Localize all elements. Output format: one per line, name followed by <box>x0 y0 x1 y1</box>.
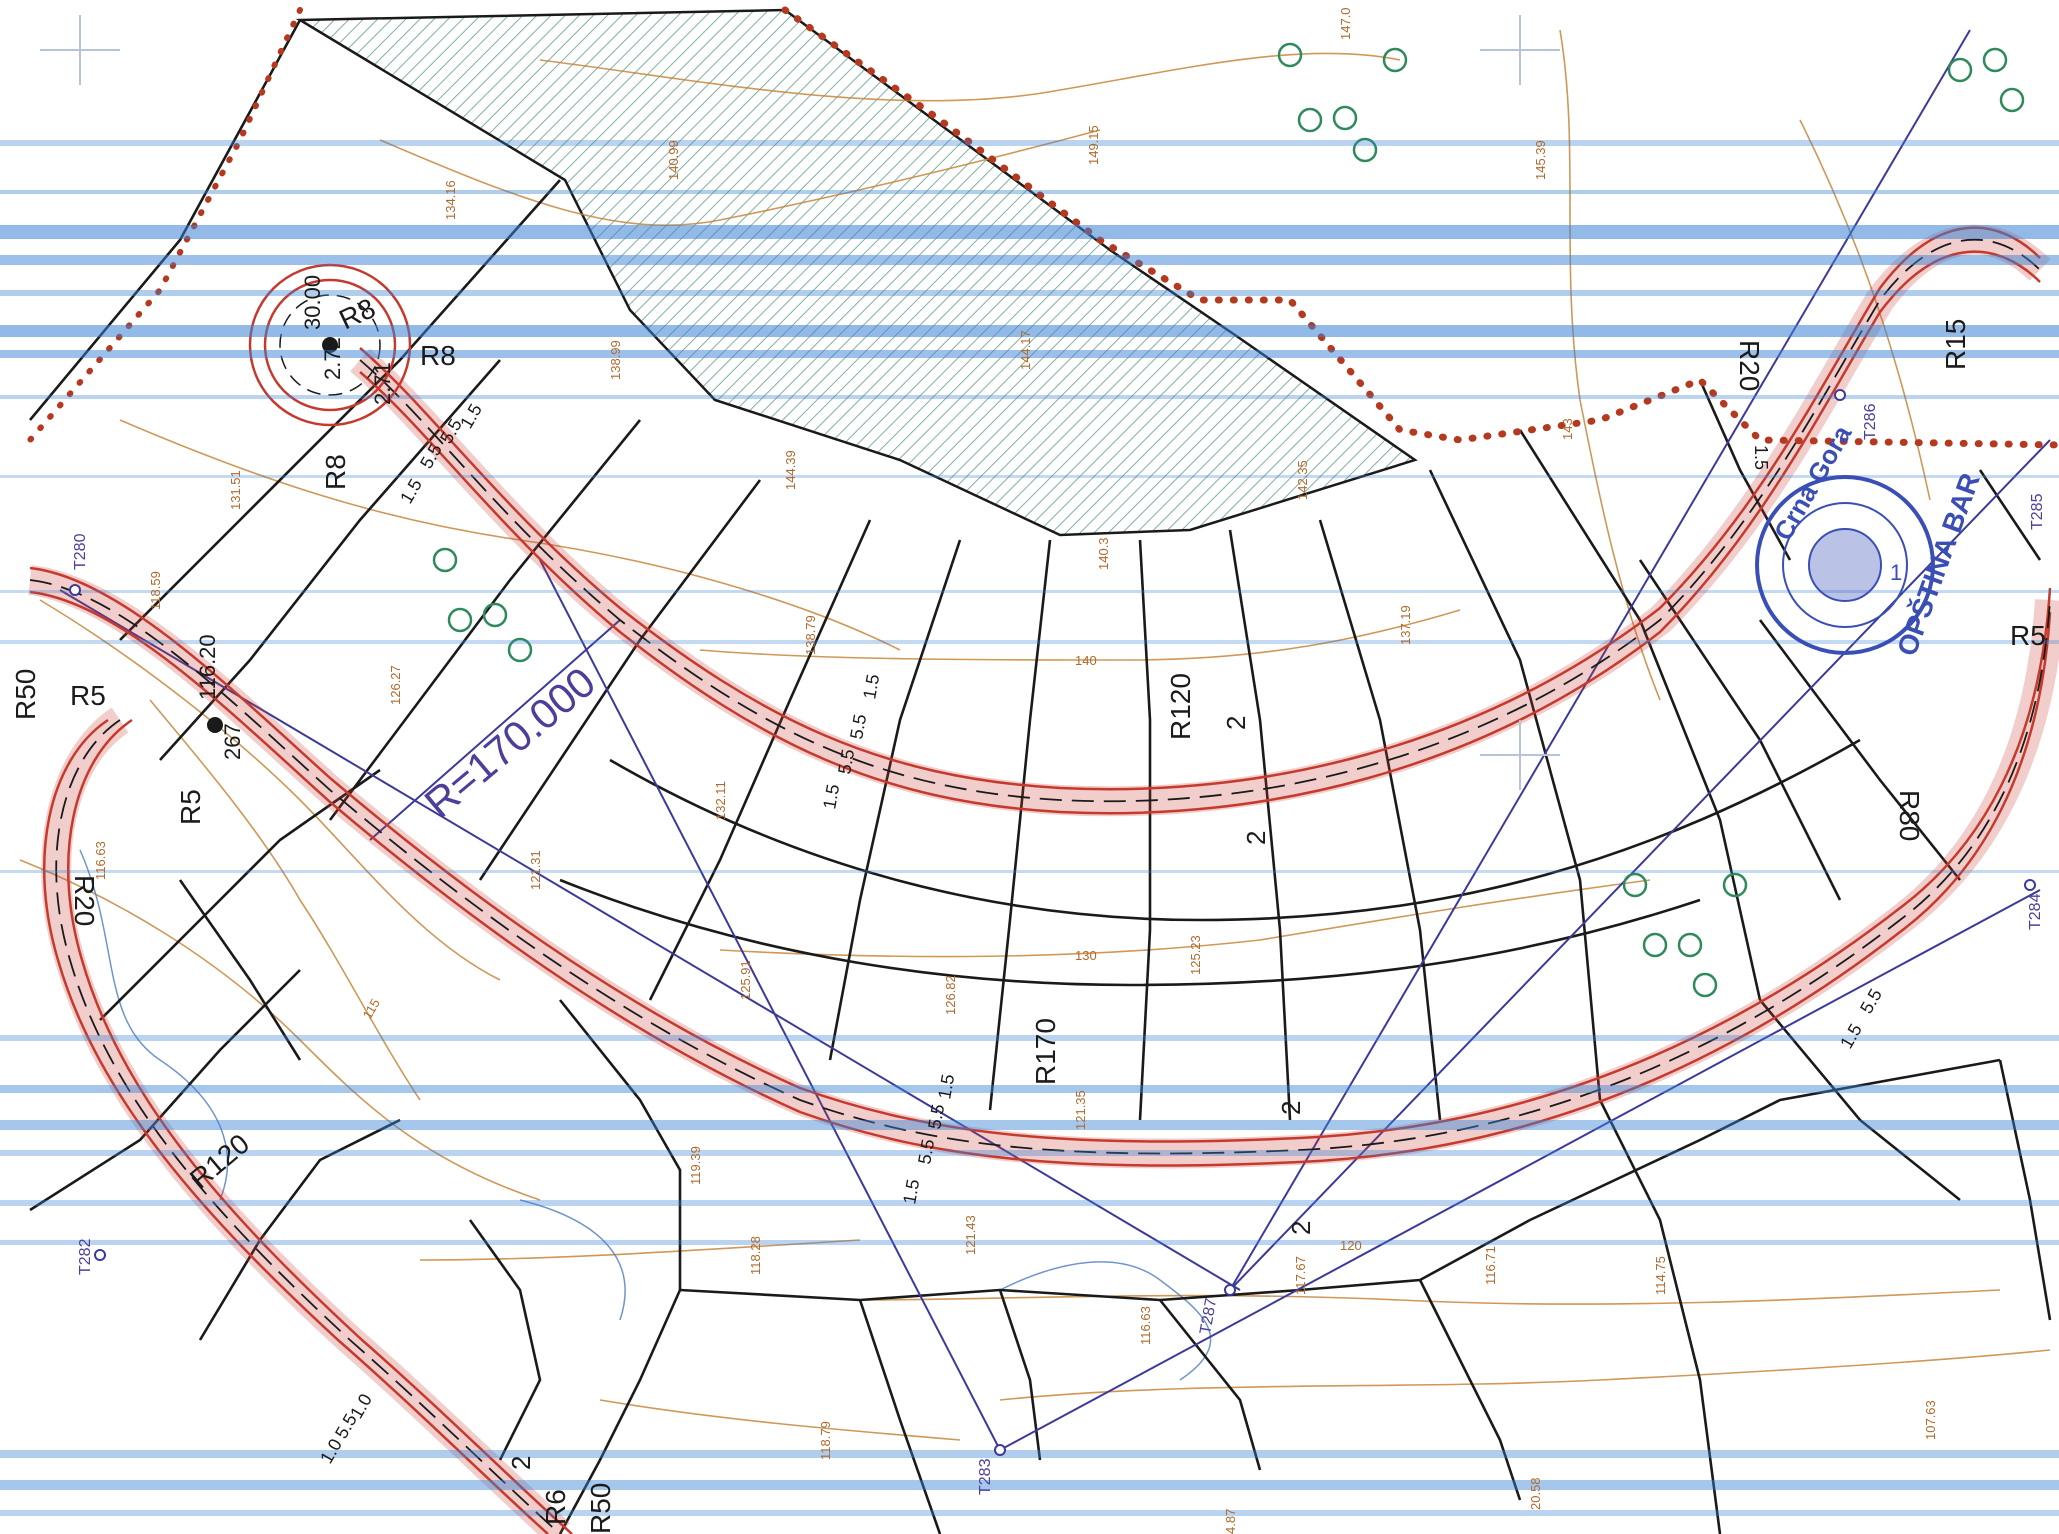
radius-label: R6 <box>540 1489 571 1525</box>
stream-lines <box>79 849 1212 1381</box>
spot-height: 137.19 <box>1398 605 1413 645</box>
radius-label: R20 <box>69 875 100 926</box>
dim-label: 2 <box>1286 1221 1316 1235</box>
point-label: T282 <box>77 1238 94 1275</box>
dim-label: 5.5 <box>914 1138 938 1166</box>
survey-lines <box>59 29 2051 1451</box>
dim-label: 2 <box>1221 716 1251 730</box>
dim-label: 1.5 <box>1751 445 1771 470</box>
elevation-labels: 116.20 30.00 2.72 2.71 267 <box>195 275 395 760</box>
radius-label: R5 <box>2010 620 2046 651</box>
spot-height: 119.39 <box>688 1146 703 1185</box>
radius-label: R120 <box>1165 673 1196 740</box>
dim-label: 1.5 <box>934 1073 958 1101</box>
elevation-label: 116.20 <box>195 634 220 700</box>
spot-height: 120 <box>1340 1238 1362 1253</box>
radius-label: R80 <box>1894 790 1925 841</box>
point-labels: T280 T282 T283 T284 T285 T286 T287 <box>72 403 2046 1495</box>
radius-label: R8 <box>320 454 351 490</box>
spot-height: 118.28 <box>748 1236 763 1275</box>
elevation-label: 2.71 <box>370 362 395 405</box>
scan-noise-bands <box>0 140 2059 1516</box>
radius-label: R15 <box>1940 319 1971 370</box>
dim-label: 2 <box>1276 1101 1306 1115</box>
radius-label: R8 <box>420 340 456 371</box>
spot-height: 142.35 <box>1295 460 1310 500</box>
point-label: T284 <box>2027 893 2044 930</box>
dim-label: 5.5 <box>834 748 858 776</box>
radius-label: R5 <box>175 789 206 825</box>
radius-label: R20 <box>1734 340 1765 391</box>
spot-height: 130 <box>1075 948 1097 963</box>
spot-height: 126.27 <box>388 665 403 705</box>
spot-height: 116.71 <box>1483 1246 1498 1285</box>
dim-label: 1.5 <box>899 1178 923 1206</box>
seal-number: 1 <box>1890 560 1902 585</box>
dim-label: 1.5 <box>819 783 843 811</box>
dim-label: 5.5 <box>846 713 870 741</box>
spot-height: 4.87 <box>1223 1509 1238 1534</box>
spot-height: 114.75 <box>1653 1256 1668 1295</box>
elevation-label: 2.72 <box>320 337 345 380</box>
roads <box>27 224 2059 1534</box>
hatched-zone <box>295 8 1418 537</box>
dim-label: 1.5 <box>859 673 883 701</box>
spot-height: 121.35 <box>1073 1090 1088 1130</box>
spot-height: 138.79 <box>803 615 818 655</box>
registration-marks <box>40 15 1560 790</box>
spot-height: 138.99 <box>608 340 623 380</box>
point-label: T283 <box>977 1458 994 1495</box>
parcel-lines <box>29 19 2052 1534</box>
spot-height: 117.67 <box>1293 1256 1308 1295</box>
point-label: T285 <box>2029 493 2046 530</box>
dim-label: 2 <box>506 1456 536 1470</box>
radius-label: R50 <box>585 1483 616 1534</box>
spot-height: 145.39 <box>1533 140 1548 180</box>
boundary-line <box>27 6 2059 449</box>
radius-label: R5 <box>70 680 106 711</box>
spot-height: 126.82 <box>943 975 958 1015</box>
tree-symbols <box>432 42 2025 998</box>
spot-height: 140.99 <box>666 140 681 180</box>
spot-height: 144.39 <box>783 450 798 490</box>
spot-height: 107.63 <box>1923 1400 1938 1440</box>
elevation-label: 30.00 <box>300 275 325 330</box>
spot-height: 125.91 <box>738 960 753 1000</box>
spot-height: 121.31 <box>528 850 543 890</box>
point-label: T286 <box>1862 403 1879 440</box>
spot-height: 116.63 <box>93 841 108 880</box>
dim-label: 2 <box>1241 831 1271 845</box>
dim-label: 5.5 <box>924 1103 948 1131</box>
spot-height: 20.58 <box>1528 1477 1543 1510</box>
radius-label: R170 <box>1030 1018 1061 1085</box>
elevation-label: 267 <box>220 723 245 760</box>
spot-height: 140 <box>1075 653 1097 668</box>
spot-heights: 147.0 149.15 145.39 140.99 134.16 138.99… <box>93 7 1938 1534</box>
spot-height: 116.63 <box>1138 1306 1153 1345</box>
point-label: T287 <box>1197 1297 1220 1336</box>
contour-lines <box>19 29 2051 1441</box>
spot-height: 118.59 <box>148 571 163 610</box>
spot-height: 144.17 <box>1018 330 1033 370</box>
spot-height: 147.0 <box>1338 7 1353 40</box>
survey-points <box>69 389 2036 1456</box>
spot-height: 118.79 <box>818 1421 833 1460</box>
spot-height: 132.11 <box>713 781 728 820</box>
spot-height: 140.3 <box>1096 537 1111 570</box>
spot-height: 125.23 <box>1188 935 1203 975</box>
spot-height: 121.43 <box>963 1215 978 1255</box>
spot-height: 131.51 <box>228 470 243 510</box>
point-label: T280 <box>72 533 89 570</box>
spot-height: 134.16 <box>443 180 458 220</box>
spot-height: 143 <box>1560 418 1575 440</box>
radius-label: R50 <box>10 669 41 720</box>
spot-height: 149.15 <box>1086 125 1101 165</box>
radius-labels: R8 R8 R8 R50 R5 R5 R20 R120 R120 R170 R8… <box>10 292 2046 1534</box>
